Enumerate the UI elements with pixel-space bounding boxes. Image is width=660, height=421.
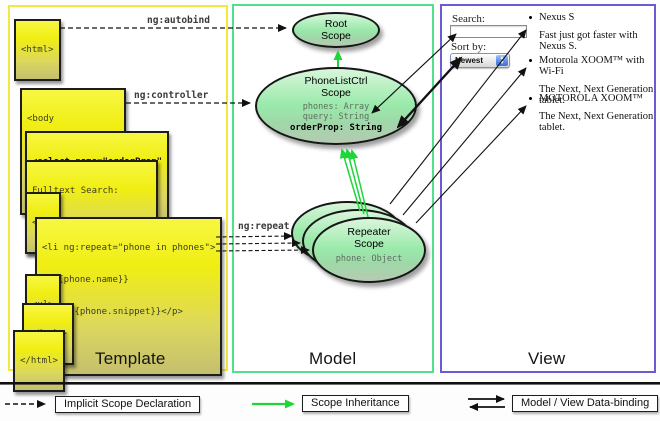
scope-title: Scope bbox=[354, 238, 384, 251]
legend-divider-line bbox=[0, 382, 660, 385]
phone-description: The Next, Next Generation tablet. bbox=[539, 111, 654, 133]
code-line: <html> bbox=[21, 44, 54, 55]
code-box-html-open: <html> bbox=[14, 19, 61, 81]
scope-title: PhoneListCtrl bbox=[304, 75, 368, 87]
code-line: {{phone.name}} bbox=[42, 274, 129, 285]
ng-autobind-label: ng:autobind bbox=[147, 15, 210, 26]
phonelistctrl-scope-ellipse: PhoneListCtrl Scope phones: Array query:… bbox=[255, 67, 417, 145]
sort-by-label: Sort by: bbox=[451, 41, 487, 53]
root-scope-ellipse: Root Scope bbox=[292, 12, 380, 48]
template-column-label: Template bbox=[95, 349, 166, 368]
scope-title: Scope bbox=[321, 30, 351, 43]
phone-list-item: MOTOROLA XOOM™ The Next, Next Generation… bbox=[528, 93, 654, 133]
scope-title: Root bbox=[324, 18, 348, 30]
phone-title: MOTOROLA XOOM™ bbox=[528, 93, 654, 104]
model-panel bbox=[232, 4, 434, 373]
scope-title: Scope bbox=[321, 87, 351, 100]
ng-controller-label: ng:controller bbox=[134, 90, 209, 101]
bullet-icon bbox=[529, 16, 532, 19]
phone-description: Fast just got faster with Nexus S. bbox=[539, 30, 638, 52]
scope-property: phone: Object bbox=[335, 254, 403, 265]
model-column-label: Model bbox=[309, 349, 357, 368]
code-line: Fulltext Search: bbox=[32, 185, 119, 196]
sort-dropdown[interactable]: Newest ▲▼ bbox=[450, 53, 510, 68]
dropdown-stepper-icon: ▲▼ bbox=[496, 55, 508, 66]
code-line: <body bbox=[27, 113, 55, 124]
search-label: Search: bbox=[452, 13, 485, 25]
legend-implicit-scope-declaration: Implicit Scope Declaration bbox=[55, 396, 201, 413]
bullet-icon bbox=[529, 97, 532, 100]
scope-property-orderprop: orderProp: String bbox=[289, 122, 383, 133]
phone-list-item: Nexus S Fast just got faster with Nexus … bbox=[528, 12, 654, 52]
repeater-scope-ellipse: Repeater Scope phone: Object bbox=[312, 217, 426, 283]
phone-list-item: Motorola XOOM™ with Wi-Fi The Next, Next… bbox=[528, 55, 654, 106]
view-column-label: View bbox=[528, 349, 566, 368]
phone-description: The Next, Next Generation tablet. bbox=[539, 84, 654, 106]
code-box-html-close: </html> bbox=[13, 330, 65, 392]
phone-title: Nexus S bbox=[528, 12, 654, 23]
ng-repeat-label: ng:repeat bbox=[238, 221, 290, 232]
legend-model-view-data-binding: Model / View Data-binding bbox=[512, 395, 659, 412]
phone-title: Motorola XOOM™ with Wi-Fi bbox=[528, 55, 654, 77]
scope-property: phones: Array bbox=[302, 102, 370, 113]
bullet-icon bbox=[529, 59, 532, 62]
code-line: </html> bbox=[20, 355, 58, 366]
legend-scope-inheritance: Scope Inheritance bbox=[302, 395, 409, 412]
sort-dropdown-value: Newest bbox=[455, 56, 484, 65]
scope-title: Repeater bbox=[347, 226, 391, 238]
scope-property: query: String bbox=[302, 112, 370, 123]
search-input[interactable] bbox=[450, 25, 527, 38]
code-line: <p>{{phone.snippet}}</p> bbox=[42, 307, 183, 318]
code-line: <li ng:repeat="phone in phones"> bbox=[42, 242, 216, 253]
